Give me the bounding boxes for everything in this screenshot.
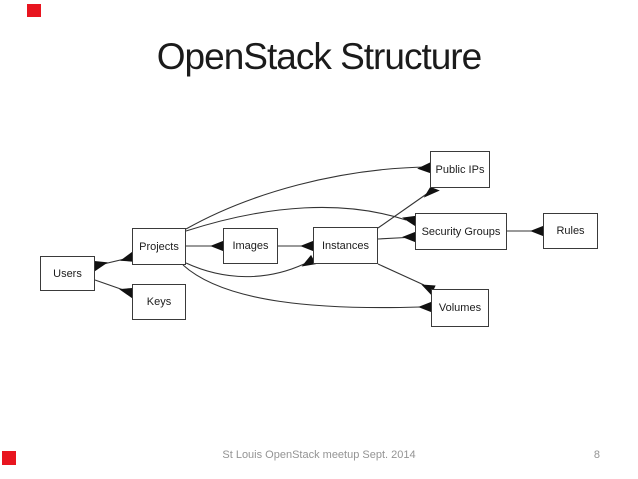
edge-projects-to-instances [185, 262, 305, 278]
node-security-groups: Security Groups [415, 213, 507, 250]
node-label-rules: Rules [556, 225, 585, 237]
arrowhead-projects-to-public-ips [417, 162, 431, 174]
node-rules: Rules [543, 213, 598, 249]
red-marker-top-left [27, 4, 41, 17]
arrowhead-images-to-instances [300, 240, 314, 252]
node-keys: Keys [132, 284, 186, 320]
arrowhead-instances-to-security-groups [402, 231, 416, 243]
node-images: Images [223, 228, 278, 264]
node-label-images: Images [232, 240, 269, 252]
node-users: Users [40, 256, 95, 291]
edge-instances-to-security-groups [377, 236, 407, 240]
node-projects: Projects [132, 228, 186, 265]
arrowhead-users-to-projects [94, 260, 108, 272]
arrowhead-users-to-keys [119, 287, 133, 299]
slide-title: OpenStack Structure [156, 36, 482, 77]
arrowhead-instances-to-public-ips [423, 186, 440, 198]
node-instances: Instances [313, 227, 378, 264]
edge-instances-to-public-ips [377, 192, 429, 229]
node-label-public-ips: Public IPs [435, 163, 485, 176]
edge-projects-to-security-groups [185, 206, 407, 232]
arrowhead-projects-to-volumes [418, 301, 432, 313]
footer-text: St Louis OpenStack meetup Sept. 2014 [222, 449, 416, 461]
node-public-ips: Public IPs [430, 151, 490, 188]
slide-footer: St Louis OpenStack meetup Sept. 2014 8 [0, 449, 638, 461]
red-marker-bottom-left [2, 451, 16, 465]
node-label-security-groups: Security Groups [421, 225, 501, 238]
edge-projects-to-volumes [182, 264, 421, 309]
arrowhead-projects-to-security-groups [402, 215, 416, 227]
arrowhead-security-groups-to-rules [530, 225, 544, 237]
node-label-users: Users [53, 267, 82, 280]
node-label-instances: Instances [321, 239, 370, 252]
node-label-keys: Keys [146, 296, 172, 308]
edge-projects-to-public-ips [185, 166, 430, 230]
arrowhead-projects-to-images [210, 240, 224, 252]
node-volumes: Volumes [431, 289, 489, 327]
page-number: 8 [593, 449, 600, 461]
node-label-projects: Projects [139, 240, 179, 253]
node-label-volumes: Volumes [438, 302, 482, 314]
edge-instances-to-volumes [377, 263, 425, 286]
